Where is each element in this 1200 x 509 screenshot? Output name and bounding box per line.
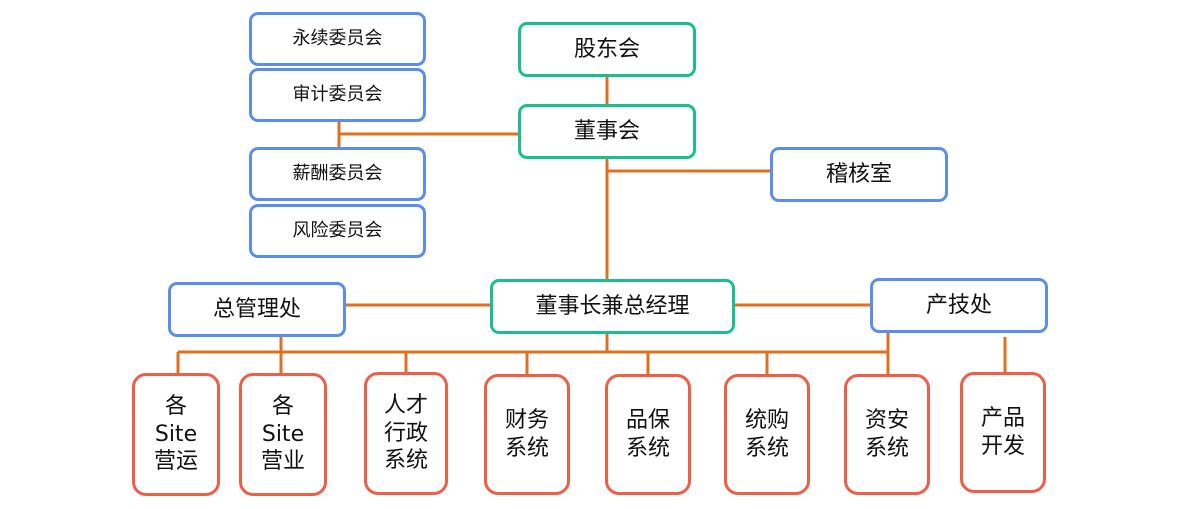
shareholders-box: 股东会 — [518, 22, 696, 77]
department-box: 资安 系统 — [844, 374, 930, 495]
shareholders-label: 股东会 — [573, 36, 640, 62]
committee-label: 风险委员会 — [292, 219, 383, 241]
chairman-gm-box: 董事长兼总经理 — [490, 279, 735, 334]
board-box: 董事会 — [518, 104, 696, 159]
department-label: 各 Site 营业 — [260, 394, 305, 475]
committee-label: 薪酬委员会 — [292, 162, 383, 184]
committee-label: 审计委员会 — [292, 83, 383, 105]
committee-box: 薪酬委员会 — [249, 147, 426, 201]
audit-office-label: 稽核室 — [825, 161, 892, 187]
department-box: 人才 行政 系统 — [364, 372, 448, 495]
department-label: 各 Site 营运 — [153, 394, 198, 475]
department-label: 财务 系统 — [504, 408, 549, 461]
committee-box: 审计委员会 — [249, 68, 426, 122]
audit-office-box: 稽核室 — [770, 147, 948, 202]
department-box: 产品 开发 — [960, 372, 1046, 493]
chairman-gm-label: 董事长兼总经理 — [535, 293, 690, 319]
department-box: 统购 系统 — [724, 374, 810, 495]
board-label: 董事会 — [573, 118, 640, 144]
department-label: 品保 系统 — [625, 408, 670, 461]
department-box: 财务 系统 — [484, 374, 570, 495]
general-management-box: 总管理处 — [168, 282, 346, 337]
committee-box: 永续委员会 — [249, 12, 426, 66]
department-label: 资安 系统 — [864, 408, 909, 461]
department-label: 人才 行政 系统 — [383, 393, 428, 474]
department-label: 统购 系统 — [744, 408, 789, 461]
department-box: 各 Site 营运 — [132, 373, 220, 496]
committee-label: 永续委员会 — [292, 27, 383, 49]
general-management-label: 总管理处 — [212, 296, 301, 322]
department-label: 产品 开发 — [980, 406, 1025, 459]
department-box: 各 Site 营业 — [239, 373, 327, 496]
product-tech-box: 产技处 — [870, 278, 1048, 333]
department-box: 品保 系统 — [605, 374, 691, 495]
committee-box: 风险委员会 — [249, 204, 426, 258]
product-tech-label: 产技处 — [925, 292, 992, 318]
